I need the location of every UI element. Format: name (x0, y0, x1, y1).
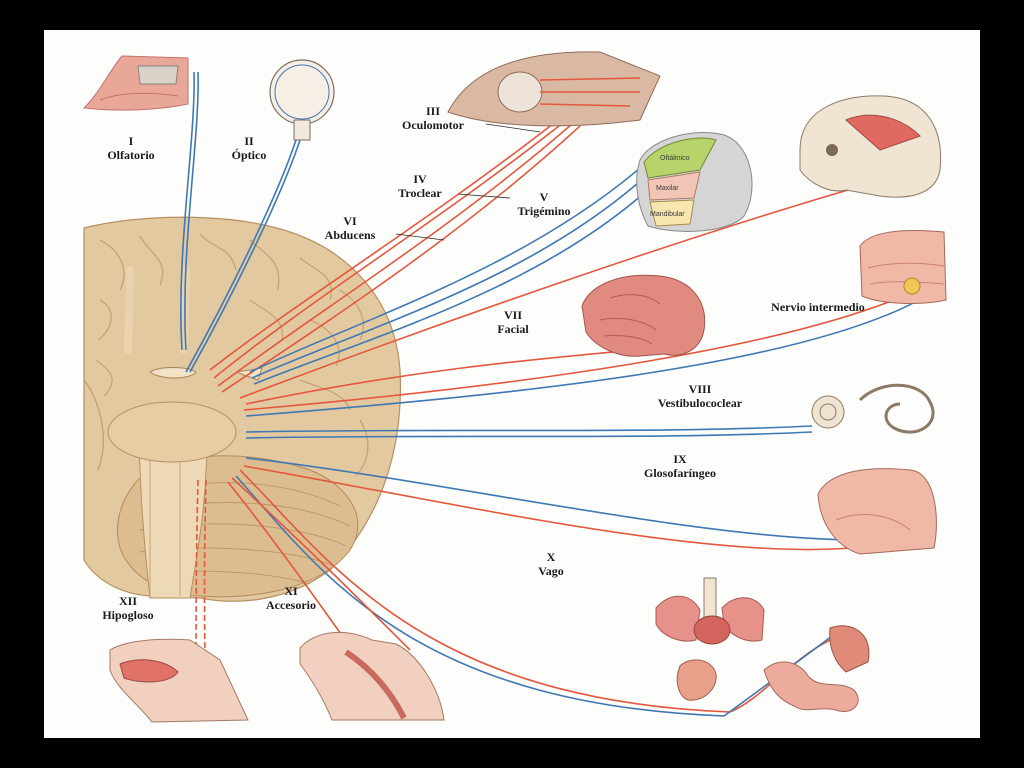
visceral-organs-illustration (655, 577, 870, 712)
tongue-head-illustration (109, 638, 249, 723)
skull-illustration (799, 95, 942, 198)
label-maxilar: Maxilar (656, 185, 679, 192)
label-nervio-intermedio: Nervio intermedio (771, 300, 865, 314)
leader-lines (395, 123, 541, 241)
label-mandibular: Mandibular (650, 211, 685, 218)
nasal-cavity-illustration (859, 230, 947, 304)
neck-muscles-illustration (299, 631, 445, 721)
orbit-illustration (447, 51, 661, 127)
trigeminal-head-illustration: Oftálmico Maxilar Mandibular (636, 131, 753, 232)
pharynx-illustration (817, 468, 937, 555)
label-oftalmico: Oftálmico (660, 155, 690, 162)
nose-illustration (82, 55, 189, 111)
nerve-pathways (180, 71, 937, 717)
inner-ear-illustration (811, 383, 935, 434)
eye-illustration (269, 59, 335, 141)
facial-muscles-head-illustration (581, 274, 706, 357)
